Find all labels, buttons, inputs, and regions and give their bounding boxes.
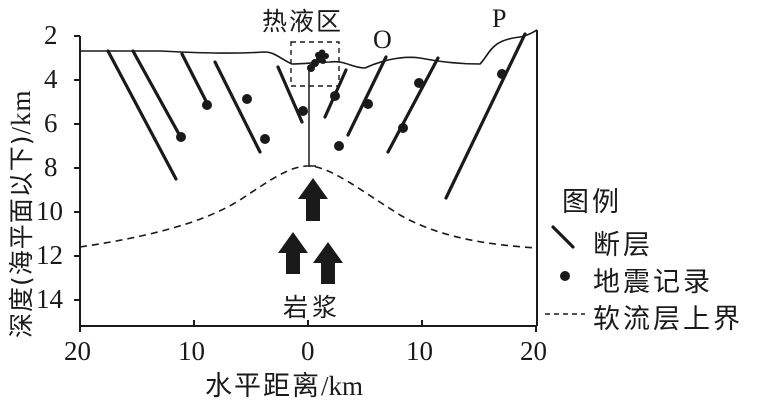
y-tick: 12: [36, 240, 63, 270]
fault: [106, 49, 178, 181]
legend-dot-icon: [560, 271, 570, 281]
point-p-label: P: [492, 4, 507, 33]
earthquake-dot: [497, 69, 507, 79]
surface-profile: [80, 29, 538, 69]
y-tick: 4: [44, 64, 58, 94]
earthquake-dot: [330, 91, 340, 101]
x-axis-label: 水平距离/km: [205, 364, 363, 403]
earthquake-dot: [414, 78, 424, 88]
earthquake-dot: [298, 106, 308, 116]
earthquake-dot: [334, 141, 344, 151]
point-o-label: O: [373, 25, 392, 54]
y-axis-label: 深度(海平面以下)/km: [2, 89, 38, 338]
fault: [346, 55, 388, 137]
earthquake-dot: [363, 99, 373, 109]
fault: [131, 49, 182, 138]
fault-p: [444, 32, 527, 200]
x-tick: 20: [520, 336, 547, 366]
y-tick: 8: [44, 152, 58, 182]
y-tick: 14: [36, 284, 63, 314]
legend-title: 图例: [562, 187, 622, 218]
fault: [180, 52, 209, 105]
earthquake-dot: [398, 123, 408, 133]
faults: [106, 32, 527, 200]
earthquake-records: [176, 69, 507, 151]
y-tick: 10: [36, 196, 63, 226]
hydrothermal-cluster: [307, 49, 329, 72]
earthquake-dot: [176, 132, 186, 142]
axes: [74, 30, 538, 332]
legend-fault-icon: [551, 225, 575, 249]
fault: [213, 60, 262, 154]
legend-item-asthenosphere: 软流层上界: [593, 304, 743, 335]
legend-item-fault: 断层: [593, 230, 653, 261]
x-tick: 10: [178, 336, 205, 366]
fault: [386, 56, 440, 154]
arrow-up-icon: [313, 242, 343, 284]
asthenosphere-boundary: [79, 165, 538, 249]
x-tick: 0: [301, 336, 315, 366]
x-axis-unit: /km: [321, 371, 364, 401]
arrow-up-icon: [298, 178, 328, 221]
y-tick: 2: [44, 20, 58, 50]
legend-symbols: [545, 225, 585, 315]
fault: [276, 65, 304, 124]
y-tick: 6: [44, 108, 58, 138]
arrow-up-icon: [278, 232, 308, 274]
magma-label: 岩浆: [283, 293, 342, 322]
earthquake-dot: [260, 134, 270, 144]
earthquake-dot: [242, 94, 252, 104]
earthquake-dot: [202, 100, 212, 110]
y-axis-unit: /km: [6, 89, 36, 135]
y-axis-label-text: 深度(海平面以下): [7, 134, 36, 338]
magma-arrows: [278, 178, 343, 284]
hydrothermal-zone-label: 热液区: [262, 7, 344, 36]
hydrothermal-zone-box: [290, 41, 340, 87]
x-tick: 10: [406, 336, 433, 366]
legend-item-earthquake: 地震记录: [593, 267, 713, 298]
x-axis-label-text: 水平距离: [205, 371, 321, 402]
x-tick: 20: [64, 336, 91, 366]
